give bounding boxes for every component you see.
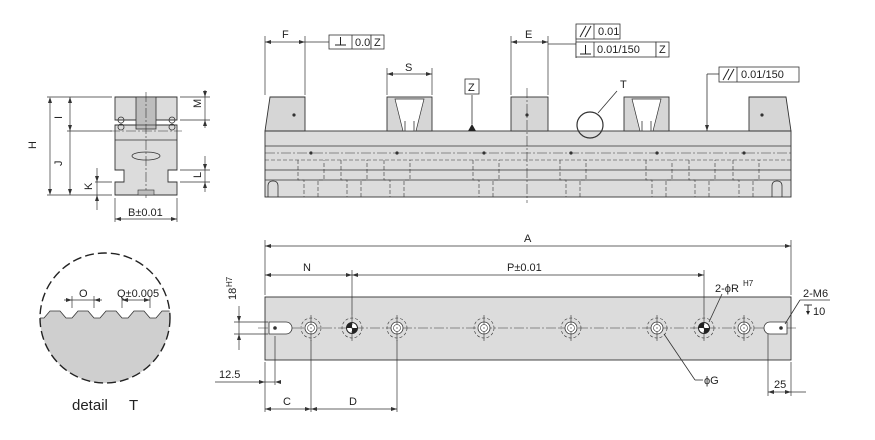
dim-I: I: [53, 116, 65, 119]
dim-O: O: [79, 288, 88, 300]
dim-12-5: 12.5: [219, 369, 240, 381]
jaw-left: [264, 96, 306, 132]
detail-view: O Q±0.005 detail T: [39, 252, 171, 414]
screw-icon: [168, 123, 176, 131]
callout-M6: 2-M6: [803, 288, 828, 300]
svg-text:0.01: 0.01: [598, 26, 619, 38]
datum-Z: Z: [468, 82, 475, 94]
front-view-rail: [264, 130, 792, 198]
dim-J: J: [53, 161, 65, 167]
jaw-t: [623, 96, 670, 132]
datum-triangle-icon: [468, 124, 476, 131]
jaw-right: [748, 96, 792, 132]
svg-text:0.01/150: 0.01/150: [741, 69, 784, 81]
slot-left: [268, 321, 293, 335]
dim-M: M: [192, 99, 204, 108]
depth-icon: [804, 304, 812, 315]
tolerance-parallel-right: 0.01/150: [705, 66, 800, 131]
tolerance-perp-left: 0.01 Z: [305, 34, 385, 50]
jaw-s: [386, 96, 433, 132]
svg-text:Z: Z: [374, 37, 381, 49]
dim-B: B±0.01: [128, 207, 163, 219]
svg-text:Z: Z: [659, 44, 666, 56]
plan-view-body: [264, 296, 792, 361]
front-view: T F: [264, 23, 800, 203]
dim-18: 18: [227, 288, 239, 300]
svg-text:0.01/150: 0.01/150: [597, 44, 640, 56]
dim-H: H: [27, 141, 39, 149]
hidden-pockets: [267, 160, 783, 197]
end-view: H I J K M L B±0: [27, 90, 210, 222]
dim-18-sup: H7: [225, 276, 234, 287]
dim-A: A: [524, 233, 532, 245]
dim-L: L: [192, 172, 204, 178]
dim-N: N: [303, 262, 311, 274]
dim-F: F: [282, 29, 289, 41]
detail-label-T: T: [129, 397, 138, 414]
callout-R: 2-ϕR: [715, 283, 739, 295]
callout-R-sup: H7: [743, 279, 754, 288]
dim-D: D: [349, 396, 357, 408]
dim-E: E: [525, 29, 532, 41]
dim-P: P±0.01: [507, 262, 542, 274]
datum-Z-box: [464, 78, 480, 95]
plan-view: A N P±0.01 2-ϕR H7 2-M6 10 ϕG: [215, 233, 830, 412]
detail-serrations: [40, 310, 170, 383]
callout-G: ϕG: [704, 375, 719, 387]
slot-right: [763, 321, 788, 335]
screw-icon: [168, 116, 176, 124]
tolerance-center: 0.01 0.01/150 Z: [548, 23, 670, 58]
screw-icon: [117, 116, 125, 124]
dim-25: 25: [774, 379, 786, 391]
dowel-holes: [341, 315, 715, 341]
callout-depth: 10: [813, 306, 825, 318]
counterbore-holes: [300, 315, 755, 341]
callout-T: T: [620, 79, 627, 91]
rail-bolts: [309, 151, 746, 155]
detail-circle: [39, 252, 171, 384]
screw-icon: [117, 123, 125, 131]
dim-Q: Q±0.005: [117, 288, 159, 300]
detail-label: detail: [72, 397, 108, 414]
detail-marker-circle: [576, 111, 604, 139]
jaw-center: [510, 96, 549, 132]
dim-S: S: [405, 62, 412, 74]
dim-K: K: [83, 182, 95, 190]
dim-C: C: [283, 396, 291, 408]
